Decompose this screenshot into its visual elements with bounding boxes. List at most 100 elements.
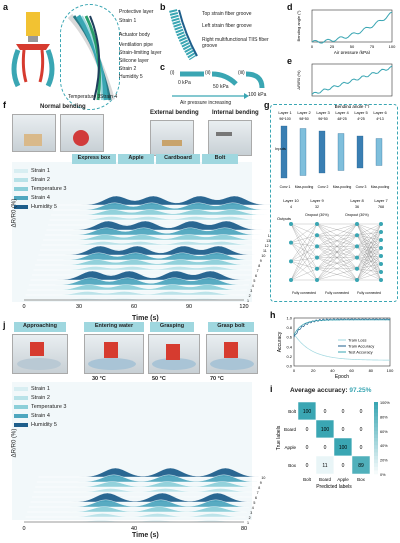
- h-ytick: 0.0: [286, 364, 292, 369]
- d-xtick: 50: [350, 44, 355, 49]
- cm-colorbar-step: [374, 409, 378, 414]
- depth-tick: 9: [260, 481, 262, 485]
- waterfall-trace: [30, 270, 251, 281]
- cnn-edge: [290, 223, 318, 243]
- h-legend-label: Test Accuracy: [348, 350, 373, 355]
- cnn-node: [379, 254, 383, 258]
- cm-colorbar-step: [374, 405, 378, 410]
- cnn-edge: [356, 223, 382, 273]
- cm-value: 0: [342, 463, 345, 469]
- cnn-edge: [290, 235, 318, 262]
- x-tick: 30: [76, 304, 82, 310]
- legend-label: Humidity 5: [31, 204, 57, 210]
- waterfall-trace: [52, 202, 270, 211]
- legend-item: Strain 1: [14, 386, 50, 392]
- cnn-layer-label: Layer 1: [278, 110, 292, 115]
- waterfall-trace: [46, 220, 267, 231]
- accuracy-value: 97.25%: [349, 387, 372, 394]
- cm-ylabel: True labels: [276, 425, 282, 450]
- h-xtick: 80: [369, 368, 374, 373]
- cm-colorbar-step: [374, 434, 378, 439]
- waterfall-trace: [27, 506, 248, 513]
- cnn-edge: [290, 261, 318, 281]
- cnn-edge: [356, 231, 382, 269]
- pressure-50: 50 kPa: [213, 84, 229, 90]
- d-xlabel: Air pressure (kPa): [334, 50, 371, 54]
- waterfall-trace: [51, 209, 270, 216]
- cnn-op-label: Max-pooling: [295, 185, 314, 189]
- legend-swatch: [14, 422, 28, 427]
- cnn-edge: [356, 235, 382, 265]
- cm-value: 0: [360, 427, 363, 433]
- cnn-edge: [356, 255, 382, 269]
- panel-label-h: h: [270, 310, 276, 320]
- cnn-edge: [290, 242, 318, 247]
- legend-swatch: [14, 413, 28, 418]
- panel-label-g: g: [264, 100, 270, 110]
- waterfall-trace: [28, 277, 249, 286]
- x-tick: 60: [131, 304, 137, 310]
- cnn-outputs-label: Outputs: [277, 216, 291, 221]
- x-tick: 0: [22, 304, 25, 310]
- legend-item: Strain 2: [14, 395, 50, 401]
- cnn-dropout-1: Dropout (30%): [305, 213, 328, 217]
- panel-label-c: c: [160, 62, 166, 72]
- e-axes: [311, 63, 393, 97]
- depth-tick: 11: [263, 249, 267, 253]
- d-axes: [311, 9, 393, 43]
- layer-label-5: Strain-limiting layer: [119, 50, 162, 56]
- depth-tick: 6: [255, 496, 257, 500]
- h-xtick: 0: [293, 368, 296, 373]
- object-bolt: Bolt: [202, 154, 238, 164]
- cnn-edge: [290, 223, 318, 258]
- h-legend-label: Train Accuracy: [348, 344, 374, 349]
- depth-tick: 5: [253, 501, 255, 505]
- cnn-edge: [290, 235, 318, 281]
- layer-label-8: Humidity 5: [119, 74, 143, 80]
- layer-label-1: Protective layer: [119, 9, 154, 15]
- cnn-edge: [356, 268, 382, 273]
- cnn-node: [379, 238, 383, 242]
- cm-colorbar-step: [374, 448, 378, 453]
- depth-tick: 4: [252, 506, 254, 510]
- accuracy-title-text: Average accuracy:: [290, 387, 348, 394]
- cnn-layer-dim: 4*25: [357, 117, 364, 121]
- finger-zoom-outline: [60, 4, 120, 110]
- panel-label-f: f: [3, 100, 6, 110]
- j-ylabel: ΔR/R0 (%): [11, 428, 18, 458]
- h-ytick: 0.8: [286, 325, 292, 330]
- layer-label-2: Strain 1: [119, 18, 137, 24]
- cnn-edge: [316, 223, 358, 269]
- photo-overlays: [24, 130, 232, 146]
- cnn-node: [315, 233, 319, 238]
- cnn-edge: [356, 247, 382, 258]
- cm-colorbar-step: [374, 412, 378, 417]
- layer-label-4: Ventilation pipe: [119, 42, 153, 48]
- d-ylabel: Bending angle (°): [296, 10, 301, 42]
- cnn-node: [379, 262, 383, 266]
- bottom-label-1: Temperature 3: [68, 94, 101, 100]
- cnn-edge: [290, 223, 318, 281]
- cnn-edge: [356, 239, 382, 258]
- h-ytick: 0.6: [286, 335, 292, 340]
- legend-item: Humidity 5: [14, 422, 57, 428]
- resistance-angle-chart: Bending angle (°)ΔR/R0 (%): [296, 63, 393, 108]
- legend-label: Strain 2: [31, 395, 50, 401]
- cm-cell: [351, 455, 371, 475]
- cnn-edge: [356, 239, 382, 281]
- cm-value: 0: [342, 409, 345, 415]
- cm-value: 0: [360, 445, 363, 451]
- legend-item: Strain 4: [14, 413, 50, 419]
- cnn-edge: [290, 223, 318, 262]
- cm-scale-label: 100%: [380, 401, 390, 405]
- cnn-edge: [356, 231, 382, 236]
- cnn-edge: [316, 235, 358, 281]
- bending-steps-illustration: [180, 71, 265, 89]
- cm-colorbar-step: [374, 420, 378, 424]
- cm-scale-label: 40%: [380, 444, 388, 448]
- groove-label-3: Right multifunctional TIIS fiber groove: [202, 37, 269, 49]
- temp-50: 50 °C: [152, 376, 166, 382]
- cm-col-label: Bolt: [303, 477, 312, 482]
- depth-tick: 9: [260, 259, 262, 263]
